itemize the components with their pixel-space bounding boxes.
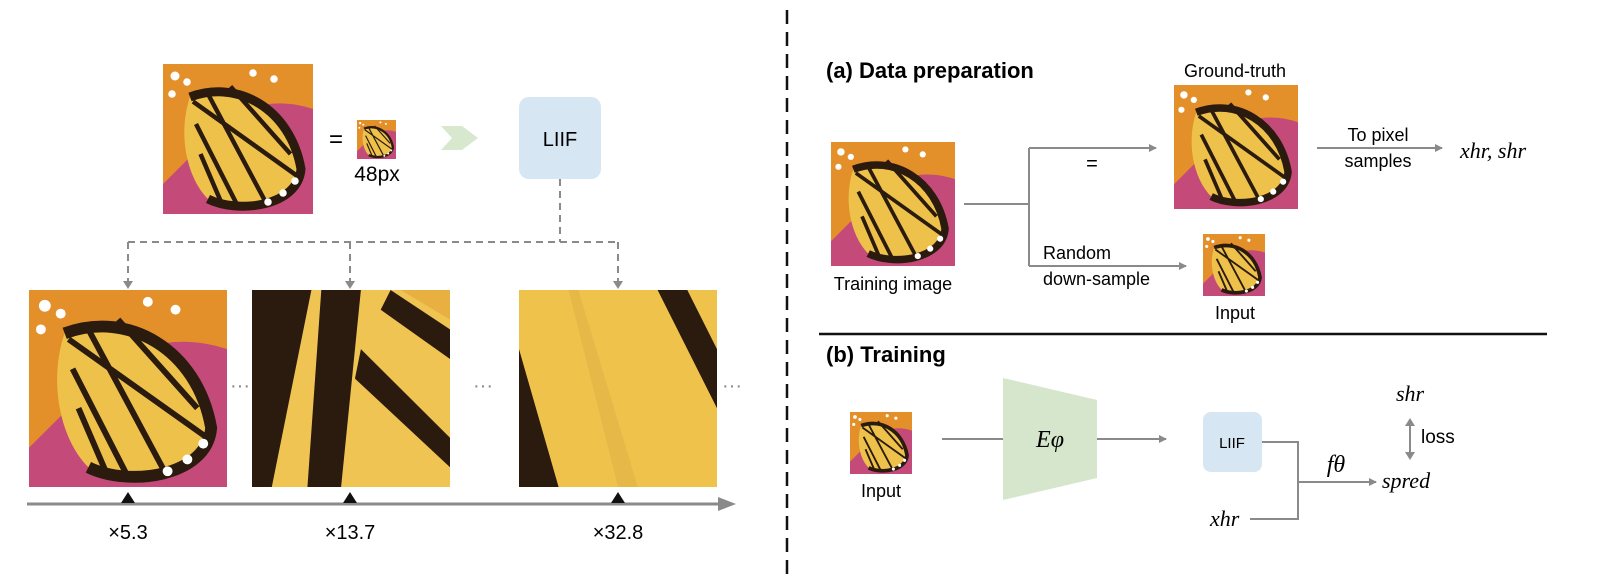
ellipsis-1: ··· — [230, 375, 250, 397]
source-butterfly-image — [163, 64, 313, 214]
scale-ticks — [121, 492, 625, 503]
equals-sign: = — [329, 126, 343, 153]
ground-truth-label: Ground-truth — [1184, 61, 1286, 81]
to-pixel-line1: To pixel — [1347, 125, 1408, 145]
scale-label-1: ×5.3 — [108, 522, 147, 544]
output-image-x32 — [519, 290, 717, 487]
dashed-connectors — [127, 179, 619, 282]
training-input-label: Input — [861, 481, 901, 501]
scale-axis-arrowhead — [718, 497, 736, 511]
ground-truth-image — [1174, 85, 1298, 209]
training-title: (b) Training — [826, 342, 946, 367]
scale-label-3: ×32.8 — [593, 522, 644, 544]
dashed-arrowheads — [123, 281, 623, 289]
small-input-image — [357, 120, 396, 159]
training-image — [831, 142, 955, 266]
random-label-line1: Random — [1043, 243, 1111, 263]
loss-label: loss — [1421, 427, 1455, 448]
loss-arrow-down — [1405, 452, 1415, 460]
output-image-x13 — [252, 290, 450, 487]
ellipsis-3: ··· — [722, 375, 742, 397]
training-liif-box — [1203, 412, 1262, 472]
pixel-samples-output: xhr, shr — [1459, 138, 1526, 163]
training-connectors — [942, 422, 1411, 520]
scale-label-2: ×13.7 — [325, 522, 376, 544]
random-label-line2: down-sample — [1043, 269, 1150, 289]
s-pred-label: spred — [1382, 468, 1431, 493]
liif-label: LIIF — [543, 129, 577, 151]
data-prep-connectors — [964, 144, 1443, 270]
data-prep-title: (a) Data preparation — [826, 58, 1034, 83]
output-image-x5 — [29, 290, 227, 487]
downsampled-input-image — [1203, 234, 1265, 296]
ellipsis-2: ··· — [473, 375, 493, 397]
x-hr-label: xhr — [1209, 506, 1240, 531]
f-theta-label: fθ — [1327, 452, 1346, 478]
training-liif-label: LIIF — [1219, 435, 1245, 452]
green-arrow-icon — [441, 126, 478, 150]
training-image-label: Training image — [834, 274, 952, 294]
gt-equals-sign: = — [1086, 153, 1098, 175]
to-pixel-line2: samples — [1344, 151, 1411, 171]
size-label: 48px — [354, 163, 400, 186]
encoder-label: Eφ — [1035, 427, 1064, 453]
s-hr-label: shr — [1396, 381, 1425, 406]
prep-input-label: Input — [1215, 303, 1255, 323]
training-input-image — [850, 412, 912, 474]
encoder-trapezoid — [1003, 378, 1097, 500]
liif-box — [519, 97, 601, 179]
loss-arrow-up — [1405, 418, 1415, 426]
